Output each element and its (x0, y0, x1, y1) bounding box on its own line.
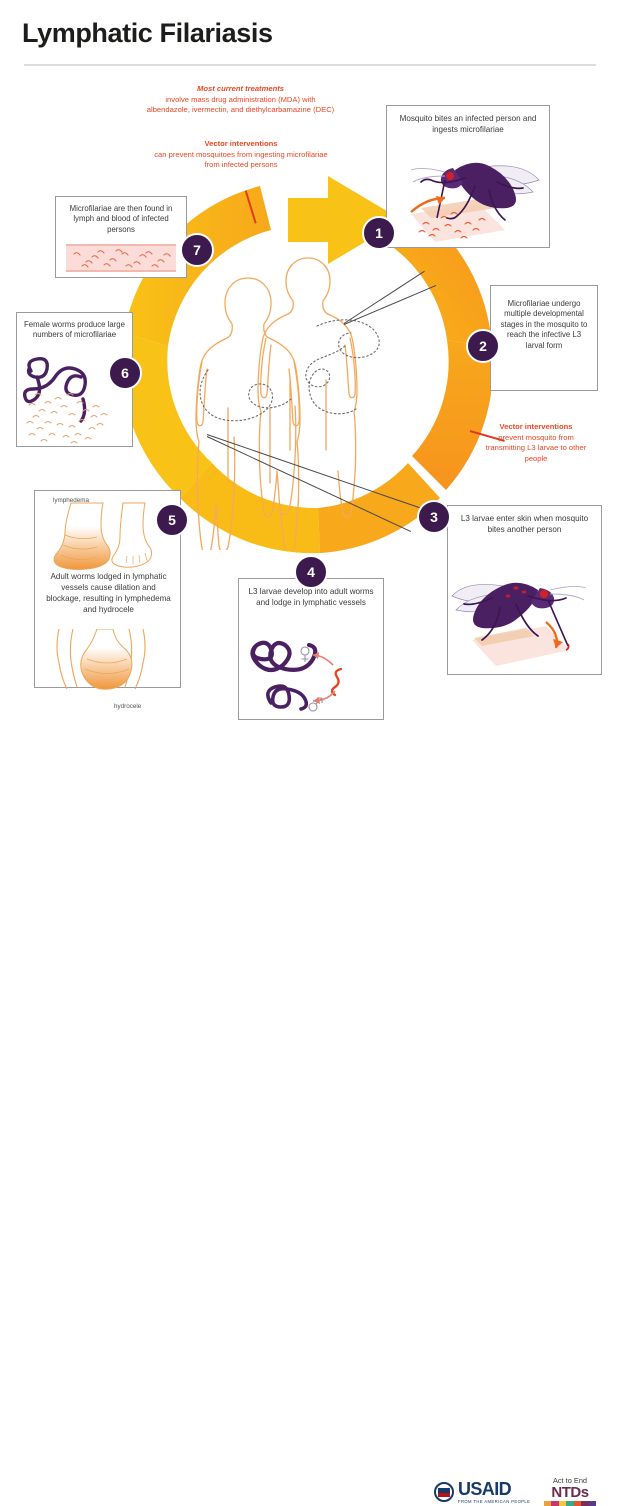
step-5-text: Adult worms lodged in lymphatic vessels … (46, 572, 171, 614)
step-box-1: Mosquito bites an infected person and in… (386, 105, 550, 248)
ntds-color-swatch (544, 1501, 552, 1506)
step-box-7: Microfilariae are then found in lymph an… (55, 196, 187, 278)
step-1-text: Mosquito bites an infected person and in… (399, 114, 537, 134)
annotation-vector-ingest: Vector interventions can prevent mosquit… (150, 139, 332, 171)
annotation-vector-ingest-body: can prevent mosquitoes from ingesting mi… (154, 149, 328, 170)
step-6-illustration (21, 355, 131, 447)
annotation-treatments: Most current treatments involve mass dru… (143, 84, 338, 116)
annotation-vector-transmit-body: prevent mosquito from transmitting L3 la… (485, 432, 587, 463)
ntds-color-swatch (581, 1501, 589, 1506)
ntds-tagline: Act to End (552, 1476, 588, 1485)
step-3-text: L3 larvae enter skin when mosquito bites… (460, 514, 589, 534)
step-number-2: 2 (466, 329, 500, 363)
step-number-1: 1 (362, 216, 396, 250)
ntds-color-swatch (551, 1501, 559, 1506)
infographic-page: Lymphatic Filariasis (0, 18, 618, 1506)
ntds-color-bar (544, 1501, 596, 1506)
ntds-color-swatch (573, 1501, 582, 1506)
step-4-text: L3 larvae develop into adult worms and l… (248, 587, 374, 607)
center-human-figures (190, 250, 400, 550)
step-box-4: L3 larvae develop into adult worms and l… (238, 578, 384, 720)
step-7-illustration (66, 242, 176, 274)
usaid-seal-icon (434, 1482, 454, 1502)
ntds-wordmark: NTDs (551, 1484, 589, 1501)
annotation-vector-transmit-heading: Vector interventions (499, 422, 573, 431)
step-6-text: Female worms produce large numbers of mi… (24, 320, 125, 340)
step-box-6: Female worms produce large numbers of mi… (16, 312, 133, 447)
page-title: Lymphatic Filariasis (22, 18, 273, 48)
footer: USAID FROM THE AMERICAN PEOPLE Act to En… (0, 736, 618, 1506)
usaid-wordmark: USAID (458, 1479, 512, 1499)
annotation-vector-ingest-heading: Vector interventions (204, 139, 278, 148)
step-5-caption-hydrocele: hydrocele (114, 703, 142, 710)
step-1-illustration (393, 146, 545, 246)
step-4-illustration (245, 625, 379, 717)
annotation-treatments-body: involve mass drug administration (MDA) w… (146, 94, 335, 115)
usaid-logo: USAID FROM THE AMERICAN PEOPLE (434, 1480, 530, 1504)
step-box-2: Microfilariae undergo multiple developme… (490, 285, 598, 391)
ntds-color-swatch (558, 1501, 567, 1506)
step-2-text: Microfilariae undergo multiple developme… (500, 299, 588, 350)
step-7-text: Microfilariae are then found in lymph an… (69, 204, 173, 234)
step-3-illustration (450, 562, 600, 674)
ntds-color-swatch (588, 1501, 596, 1506)
title-divider (24, 64, 596, 66)
step-number-6: 6 (108, 356, 142, 390)
ntds-logo: Act to End NTDs (544, 1476, 596, 1506)
annotation-treatments-heading: Most current treatments (197, 84, 284, 93)
ntds-color-swatch (566, 1501, 574, 1506)
step-number-3: 3 (417, 500, 451, 534)
step-box-3: L3 larvae enter skin when mosquito bites… (447, 505, 602, 675)
step-5-caption-lymphedema: lymphedema (53, 497, 90, 504)
step-number-7: 7 (180, 233, 214, 267)
usaid-tagline: FROM THE AMERICAN PEOPLE (458, 1499, 531, 1504)
annotation-vector-transmit: Vector interventions prevent mosquito fr… (480, 422, 592, 464)
step-5-illustration-foot (49, 501, 169, 573)
step-number-5: 5 (155, 503, 189, 537)
step-number-4: 4 (294, 555, 328, 589)
step-5-illustration-hydrocele (51, 629, 167, 691)
